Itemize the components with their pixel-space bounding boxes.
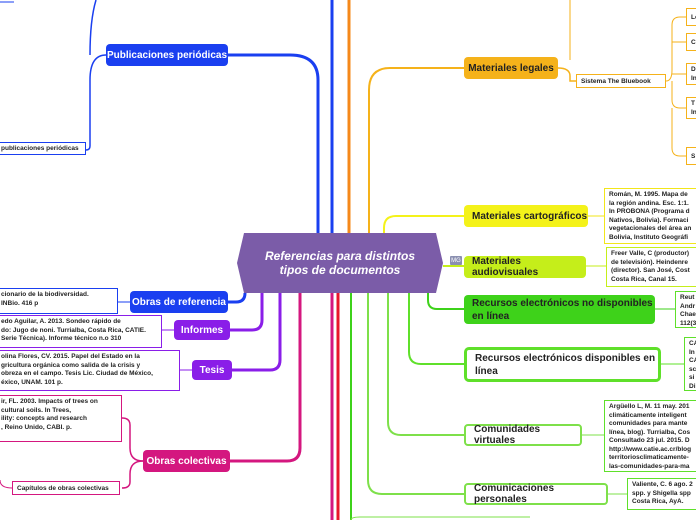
central-topic-line1: Referencias para distintos — [264, 249, 416, 263]
topic-comunidades-virtuales[interactable]: Comunidades virtuales — [464, 424, 582, 446]
link-comunicaciones-personales — [367, 293, 464, 495]
link-materiales-legales-child — [557, 67, 576, 82]
topic-materiales-legales[interactable]: Materiales legales — [464, 57, 558, 79]
leaf-publicaciones-periodicas[interactable]: publicaciones periódicas — [0, 142, 86, 155]
topic-publicaciones-periodicas[interactable]: Publicaciones periódicas — [106, 44, 228, 66]
link-materiales-cartograficos — [383, 215, 464, 234]
leaf-sistema-bluebook[interactable]: Sistema The Bluebook — [576, 74, 666, 88]
leaf-recursos-no-disponibles[interactable]: Reut Andr Chae 112(3 — [675, 291, 696, 328]
topic-comunicaciones-personales[interactable]: Comunicaciones personales — [464, 483, 608, 505]
link-informes — [230, 293, 264, 332]
leaf-legales-sub-4[interactable]: T In — [686, 97, 696, 119]
topic-informes[interactable]: Informes — [174, 320, 230, 340]
link-bottom-next — [350, 516, 530, 520]
leaf-materiales-cartograficos[interactable]: Román, M. 1995. Mapa de la región andina… — [604, 188, 696, 244]
mindmap-badge-icon[interactable]: MG — [450, 256, 462, 265]
leaf-legales-sub-5[interactable]: S — [686, 147, 696, 165]
link-legales-sub5 — [671, 108, 686, 157]
link-publicaciones-top — [89, 0, 97, 56]
link-comunidades-virtuales — [387, 293, 464, 436]
leaf-legales-sub-2[interactable]: C — [686, 33, 696, 51]
link-materiales-legales — [368, 67, 464, 234]
link-recursos-disponibles — [408, 293, 464, 365]
link-legales-sub1 — [665, 16, 686, 82]
leaf-comunicaciones-personales[interactable]: Valiente, C. 6 ago. 2 spp. y Shigella sp… — [627, 478, 696, 510]
central-topic[interactable]: Referencias para distintos tipos de docu… — [237, 233, 443, 293]
leaf-comunidades-virtuales[interactable]: Argüello L, M. 11 may. 201 climáticament… — [604, 400, 696, 472]
link-obras-colectivas-grandchild — [0, 479, 13, 489]
link-publicaciones-child — [85, 54, 107, 151]
link-publicaciones — [228, 53, 320, 234]
topic-materiales-audiovisuales[interactable]: Materiales audiovisuales — [464, 256, 586, 278]
leaf-informes[interactable]: edo Aguilar, A. 2013. Sondeo rápido de d… — [0, 315, 162, 348]
topic-recursos-no-disponibles[interactable]: Recursos electrónicos no disponibles en … — [464, 295, 655, 324]
topic-tesis[interactable]: Tesis — [192, 360, 232, 380]
central-topic-shape — [237, 233, 443, 293]
central-topic-line2: tipos de documentos — [279, 263, 401, 277]
link-obras-colectivas-child1 — [121, 417, 144, 462]
leaf-tesis[interactable]: olina Flores, CV. 2015. Papel del Estado… — [0, 350, 180, 391]
leaf-capitulos-obras-colectivas[interactable]: Capítulos de obras colectivas — [12, 481, 120, 495]
link-legales-sub4 — [671, 81, 686, 109]
topic-recursos-disponibles[interactable]: Recursos electrónicos disponibles en lín… — [464, 347, 661, 382]
link-tesis — [232, 293, 282, 372]
link-obras-colectivas-child2 — [121, 460, 144, 489]
leaf-obras-colectivas-ejemplo[interactable]: ir, FL. 2003. Impacts of trees on cultur… — [0, 395, 122, 442]
topic-obras-colectivas[interactable]: Obras colectivas — [143, 450, 230, 472]
leaf-legales-sub-3[interactable]: D In — [686, 63, 696, 85]
leaf-materiales-audiovisuales[interactable]: Freer Valle, C (productor) de televisión… — [606, 247, 696, 287]
leaf-obras-de-referencia[interactable]: cionario de la biodiversidad. INBio. 416… — [0, 288, 118, 314]
link-obras-referencia — [228, 292, 247, 304]
leaf-legales-sub-1[interactable]: Le — [686, 8, 696, 26]
topic-obras-de-referencia[interactable]: Obras de referencia — [130, 291, 228, 313]
link-recursos-no-disponibles — [427, 293, 464, 310]
leaf-recursos-disponibles[interactable]: CA In CA sc si Di — [684, 337, 696, 391]
topic-materiales-cartograficos[interactable]: Materiales cartográficos — [464, 205, 588, 227]
link-obras-colectivas — [230, 293, 302, 463]
